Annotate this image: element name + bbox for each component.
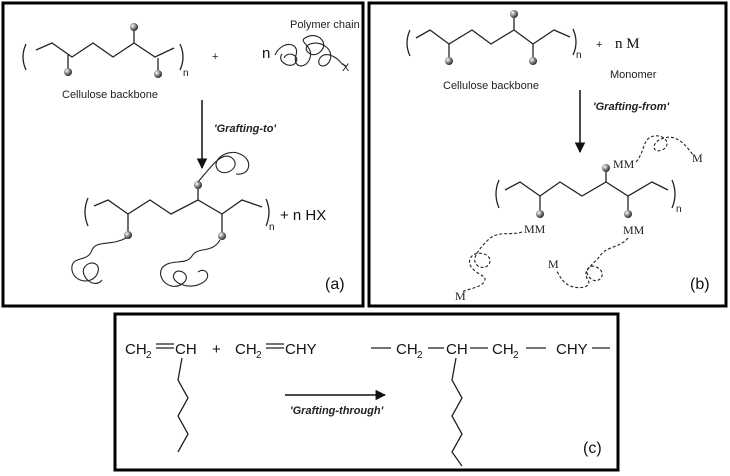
coefficient-n: n [262, 45, 270, 62]
mm-label: MM [524, 222, 546, 236]
backbone-label: Cellulose backbone [443, 80, 539, 92]
subscript-2: 2 [256, 350, 262, 361]
byproduct-hx: + n HX [280, 207, 326, 224]
anchor-ball-icon [510, 10, 518, 18]
anchor-ball-icon [218, 232, 226, 240]
panel-b-frame [367, 1, 728, 308]
panel-a-frame [1, 1, 365, 308]
chy-text: CHY [285, 341, 317, 358]
alkyl-tail-icon [177, 357, 189, 453]
mm-label: MM [613, 157, 635, 171]
repeat-subscript: n [269, 222, 275, 233]
cellulose-backbone-b [406, 10, 577, 65]
ch2-text: CH [235, 341, 257, 358]
subscript-2: 2 [146, 350, 152, 361]
ch-text: CH [175, 341, 197, 358]
polymer-coil-icon [274, 35, 347, 67]
panel-b: n + n M Cellulose backbone Monomer 'Graf… [367, 1, 728, 308]
grafted-product-b [495, 164, 676, 218]
anchor-ball-icon [536, 210, 544, 218]
mm-label: MM [623, 223, 645, 237]
polymer-chain-label: Polymer chain [290, 19, 360, 31]
ch2-text: CH [492, 341, 514, 358]
plus-sign: + [212, 51, 218, 63]
plus-sign: + [212, 341, 221, 358]
monomer-label: Monomer [610, 69, 657, 81]
panel-c-frame [113, 312, 620, 472]
anchor-ball-icon [445, 57, 453, 65]
anchor-ball-icon [64, 68, 72, 76]
panel-a: n + Cellulose backbone Polymer chain n X… [1, 1, 365, 308]
alkyl-tail-icon [451, 357, 463, 467]
subscript-2: 2 [513, 350, 519, 361]
chy-text: CHY [556, 341, 588, 358]
monomer-reagent: n M [615, 36, 640, 52]
panel-label-a: (a) [325, 276, 345, 293]
grafting-from-label: 'Grafting-from' [593, 101, 669, 113]
m-label: M [692, 151, 703, 165]
ch2-text: CH [125, 341, 147, 358]
end-group-x: X [342, 62, 350, 74]
plus-sign: + [596, 39, 602, 51]
dashed-chain-icon [555, 237, 629, 289]
repeat-subscript: n [576, 50, 582, 61]
anchor-ball-icon [624, 210, 632, 218]
grafted-product-a [71, 152, 270, 287]
grafted-coil-icon [197, 152, 250, 183]
anchor-ball-icon [154, 70, 162, 78]
grafting-through-label: 'Grafting-through' [290, 405, 384, 417]
anchor-ball-icon [124, 231, 132, 239]
cellulose-backbone-a [22, 23, 184, 78]
m-label: M [548, 257, 559, 271]
ch-text: CH [446, 341, 468, 358]
ch2-text: CH [396, 341, 418, 358]
anchor-ball-icon [602, 164, 610, 172]
anchor-ball-icon [194, 181, 202, 189]
panel-label-b: (b) [690, 276, 710, 293]
m-label: M [455, 289, 466, 303]
dashed-chain-icon [635, 135, 695, 163]
grafted-coil-icon [160, 239, 221, 287]
panel-label-c: (c) [583, 440, 602, 457]
repeat-subscript: n [183, 68, 189, 79]
anchor-ball-icon [130, 23, 138, 31]
grafting-to-label: 'Grafting-to' [214, 123, 276, 135]
anchor-ball-icon [529, 57, 537, 65]
backbone-label: Cellulose backbone [62, 89, 158, 101]
grafted-coil-icon [71, 237, 127, 285]
dashed-chain-icon [461, 231, 523, 293]
subscript-2: 2 [417, 350, 423, 361]
repeat-subscript: n [676, 204, 682, 215]
panel-c: CH 2 CH + CH 2 CHY 'Grafting-through' CH… [113, 312, 620, 472]
